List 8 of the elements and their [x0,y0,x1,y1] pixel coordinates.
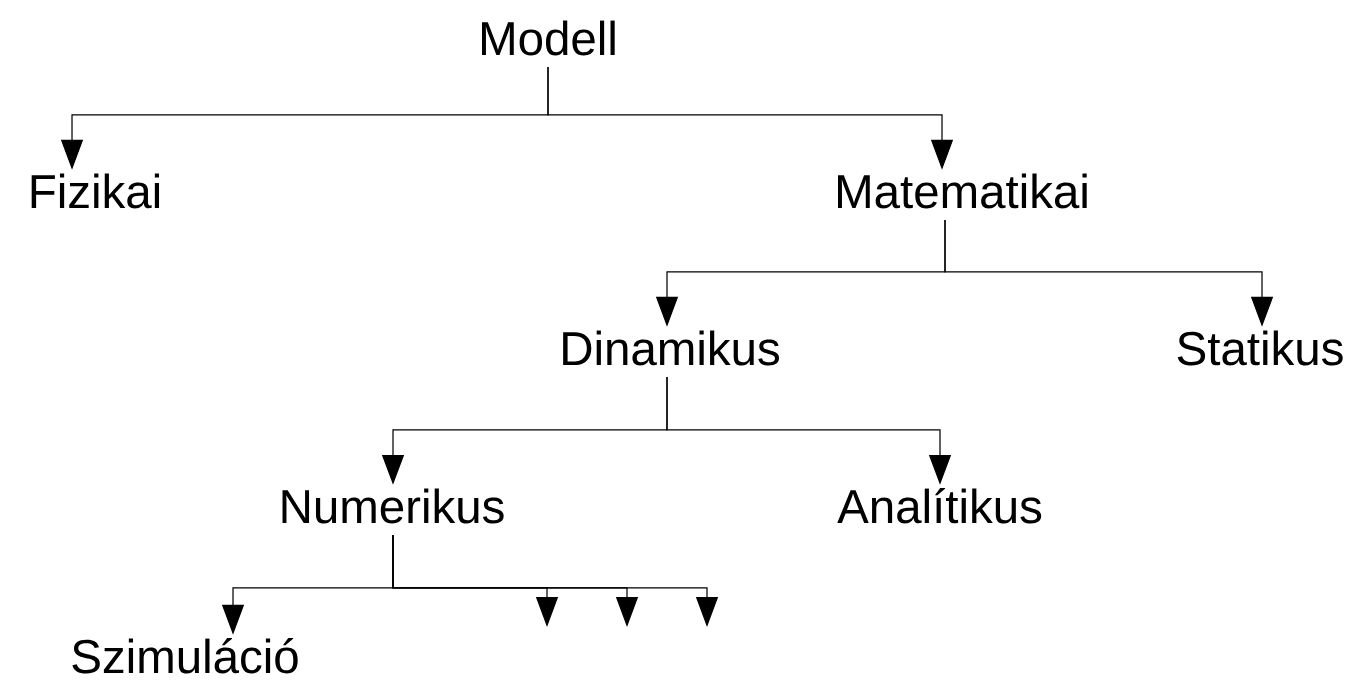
tree-label: Fizikai [31,173,160,209]
tree-label: Statikus [1177,330,1343,366]
tree-label: Dinamikus [563,330,779,366]
tree-label: Analítikus [837,488,1042,524]
tree-label: Matematikai [838,173,1087,209]
tree-label: Szimuláció [72,638,298,674]
tree-label: Numerikus [282,488,504,524]
tree-label: Modell [482,20,615,56]
